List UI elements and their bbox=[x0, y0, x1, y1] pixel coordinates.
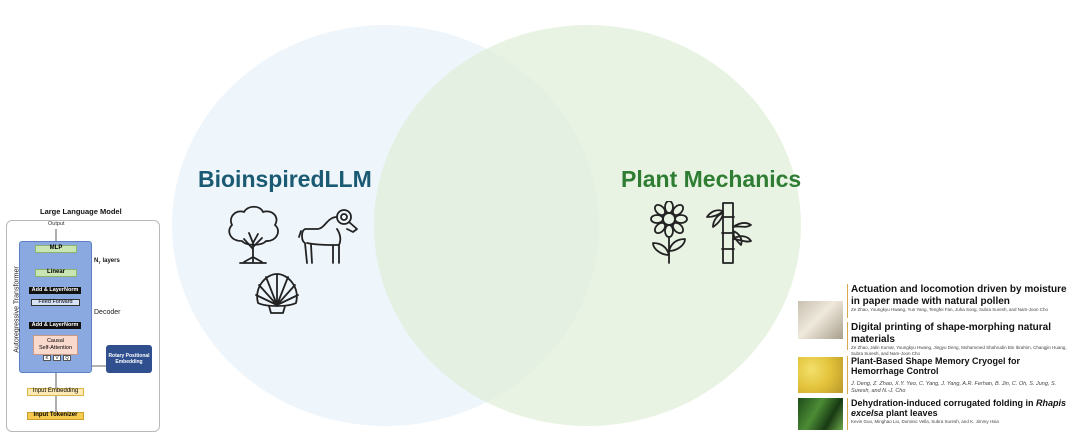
ram-icon bbox=[298, 209, 358, 264]
paper-3-authors: J. Deng, Z. Zhao, X.Y. Yeo, C. Yang, J. … bbox=[851, 380, 1057, 394]
paper-2-title: Digital printing of shape-morphing natur… bbox=[851, 322, 1051, 345]
paper-card-1: Actuation and locomotion driven by moist… bbox=[847, 284, 1073, 318]
layers-suffix: layers bbox=[100, 258, 120, 264]
decoder-label: Decoder bbox=[94, 309, 121, 316]
plant-mechanics-label: Plant Mechanics bbox=[621, 166, 802, 192]
paper-4-title-end: plant leaves bbox=[883, 408, 938, 419]
sunflower-icon bbox=[650, 201, 688, 264]
paper-1-title: Actuation and locomotion driven by moist… bbox=[851, 284, 1067, 307]
paper-2-authors: Ze Zhao, Jalin Kumar, Youngkyu Hwang, Ji… bbox=[851, 345, 1067, 356]
value-box: V bbox=[53, 355, 61, 361]
add-norm-block-2: Add & LayerNorm bbox=[29, 322, 81, 329]
query-box: Q bbox=[63, 355, 71, 361]
self-attention-block: Causal Self-Attention bbox=[33, 335, 78, 355]
seashell-icon bbox=[255, 273, 299, 314]
paper-1-thumbnail bbox=[798, 301, 843, 339]
input-tokenizer-block: Input Tokenizer bbox=[27, 412, 84, 420]
bamboo-icon bbox=[706, 202, 752, 264]
autoregressive-transformer-label: Autoregressive Transformer bbox=[13, 266, 21, 353]
rotary-embedding-block: Rotary Positional Embedding bbox=[106, 345, 152, 373]
mlp-block: MLP bbox=[35, 245, 77, 253]
bioinspiredllm-label: BioinspiredLLM bbox=[198, 166, 372, 192]
tree-icon bbox=[228, 205, 279, 264]
key-box: K bbox=[43, 355, 51, 361]
layers-subscript: T bbox=[98, 260, 101, 266]
layers-label: NT layers bbox=[94, 258, 120, 265]
paper-card-3: Plant-Based Shape Memory Cryogel for Hem… bbox=[847, 356, 1073, 394]
paper-3-title: Plant-Based Shape Memory Cryogel for Hem… bbox=[851, 356, 1021, 377]
venn-right-circle bbox=[374, 25, 801, 426]
paper-card-2: Digital printing of shape-morphing natur… bbox=[847, 322, 1073, 356]
llm-diagram-title: Large Language Model bbox=[40, 207, 122, 216]
paper-4-title: Dehydration-induced corrugated folding i… bbox=[848, 398, 1073, 419]
paper-card-4: Dehydration-induced corrugated folding i… bbox=[847, 398, 1073, 430]
linear-block: Linear bbox=[35, 269, 77, 277]
layers-n: N bbox=[94, 258, 99, 264]
paper-1-authors: Ze Zhao, Youngkyu Hwang, Yun Yang, Tengf… bbox=[851, 307, 1049, 312]
paper-4-title-species: Rhapis excelsa bbox=[851, 398, 1067, 419]
feed-forward-block: Feed Forward bbox=[31, 299, 80, 306]
input-embedding-block: Input Embedding bbox=[27, 388, 84, 396]
paper-4-authors: Kevin Guo, Minghao Liu, Dominic Vella, S… bbox=[851, 418, 999, 424]
paper-4-thumbnail bbox=[798, 398, 843, 430]
paper-3-thumbnail bbox=[798, 357, 843, 393]
llm-output-label: Output bbox=[48, 221, 65, 227]
add-norm-block-1: Add & LayerNorm bbox=[29, 287, 81, 294]
paper-4-title-start: Dehydration-induced corrugated folding i… bbox=[851, 398, 1037, 408]
